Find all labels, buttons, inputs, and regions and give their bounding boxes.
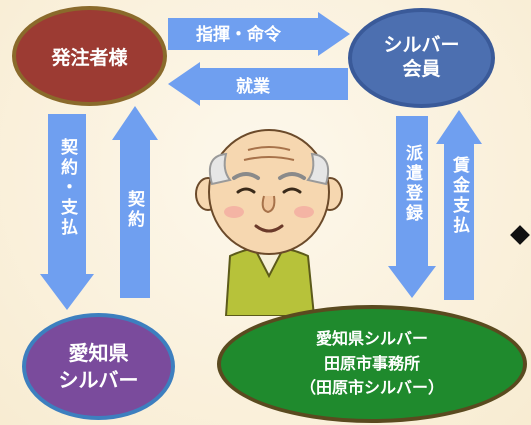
node-silver-member: シルバー 会員 <box>348 8 495 108</box>
node-client-label: 発注者様 <box>51 46 128 69</box>
node-pref-line1: 愛知県 <box>68 340 129 365</box>
label-command: 指揮・命令 <box>196 25 281 45</box>
arrow-wage <box>436 110 482 300</box>
label-contract-pay: 契約・支払 <box>57 138 77 238</box>
elderly-man-illustration <box>195 129 343 316</box>
node-pref-line2: シルバー <box>58 367 139 392</box>
label-dispatch: 派遣登録 <box>402 144 422 224</box>
node-member-line2: 会員 <box>402 58 441 80</box>
node-office-line2: 田原市事務所 <box>323 353 420 373</box>
diamond-bullet-icon <box>510 225 530 245</box>
node-client: 発注者様 <box>12 6 167 106</box>
label-wage: 賃金支払 <box>449 156 469 236</box>
node-member-line1: シルバー <box>383 34 460 57</box>
node-tahara-office: 愛知県シルバー 田原市事務所 （田原市シルバー） <box>217 305 527 423</box>
arrow-employment <box>168 62 348 106</box>
arrow-command <box>168 12 350 56</box>
arrow-dispatch <box>388 116 436 298</box>
arrow-contract-pay <box>40 114 94 310</box>
node-office-line1: 愛知県シルバー <box>315 328 428 348</box>
arrow-contract <box>112 106 158 298</box>
label-contract: 契約 <box>124 190 144 230</box>
node-office-line3: （田原市シルバー） <box>299 378 444 398</box>
node-aichi-silver: 愛知県 シルバー <box>22 313 175 420</box>
label-employment: 就業 <box>236 77 270 97</box>
